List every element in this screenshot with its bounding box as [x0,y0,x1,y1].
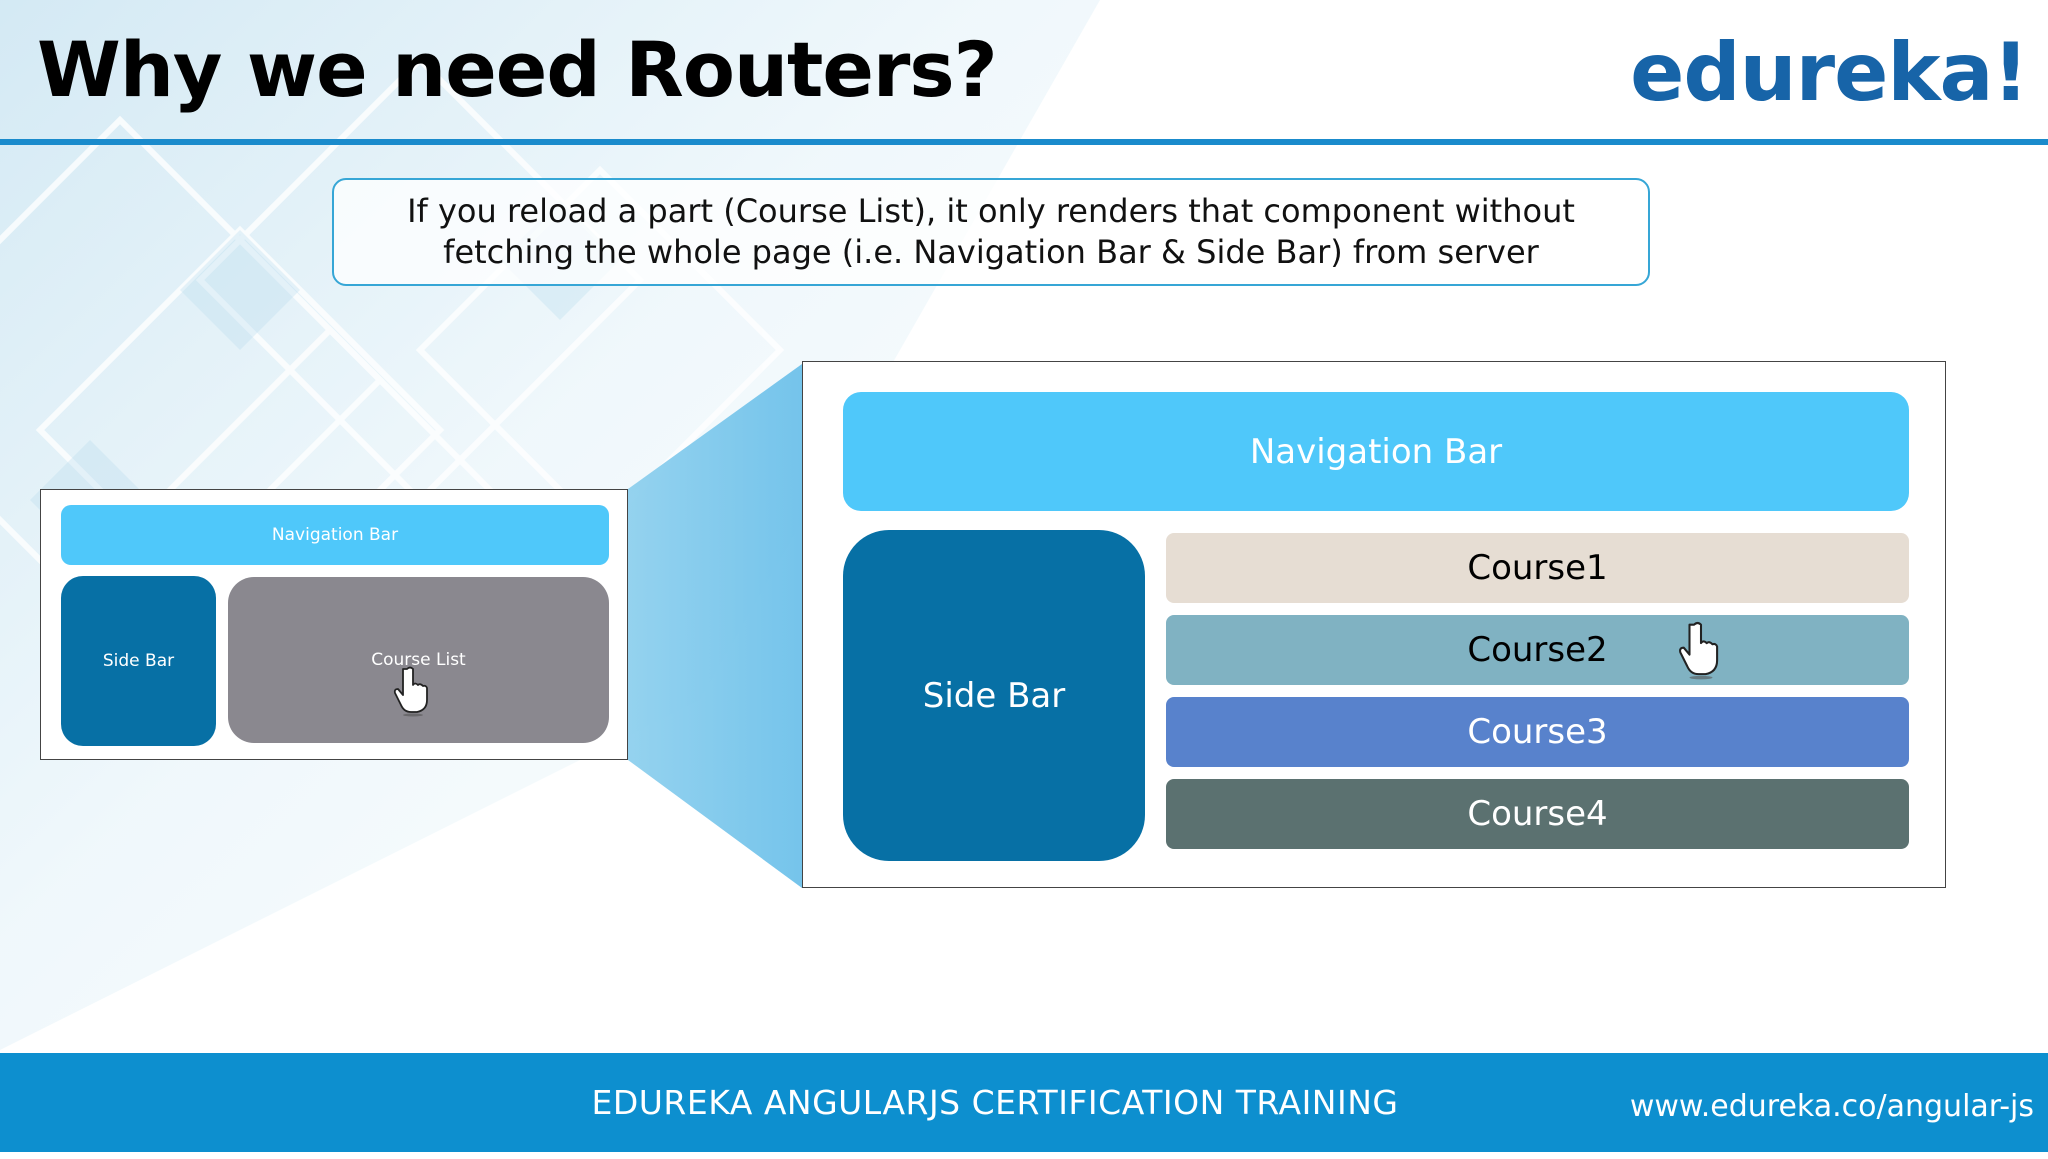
edureka-logo: edureka! [1630,26,2029,119]
large-side-bar: Side Bar [843,530,1145,861]
hand-pointer-icon [393,666,428,717]
small-side-bar: Side Bar [61,576,216,746]
small-layout-diagram: Navigation Bar Side Bar Course List [40,489,628,760]
footer-bar: EDUREKA ANGULARJS CERTIFICATION TRAINING… [0,1053,2048,1152]
small-course-list[interactable]: Course List [228,577,609,743]
course-item-3[interactable]: Course3 [1166,697,1909,767]
small-navigation-bar: Navigation Bar [61,505,609,565]
title-divider [0,139,2048,145]
large-layout-diagram: Navigation Bar Side Bar Course1 Course2 … [802,361,1946,888]
explanation-callout: If you reload a part (Course List), it o… [332,178,1650,286]
course-item-4[interactable]: Course4 [1166,779,1909,849]
course-item-1[interactable]: Course1 [1166,533,1909,603]
footer-course-title: EDUREKA ANGULARJS CERTIFICATION TRAINING [591,1083,1399,1122]
footer-url[interactable]: www.edureka.co/angular-js [1629,1088,2034,1124]
course-list-label: Course List [371,650,466,670]
slide-title: Why we need Routers? [37,25,998,114]
hand-pointer-icon [1679,621,1719,680]
course-item-2[interactable]: Course2 [1166,615,1909,685]
large-navigation-bar: Navigation Bar [843,392,1909,511]
